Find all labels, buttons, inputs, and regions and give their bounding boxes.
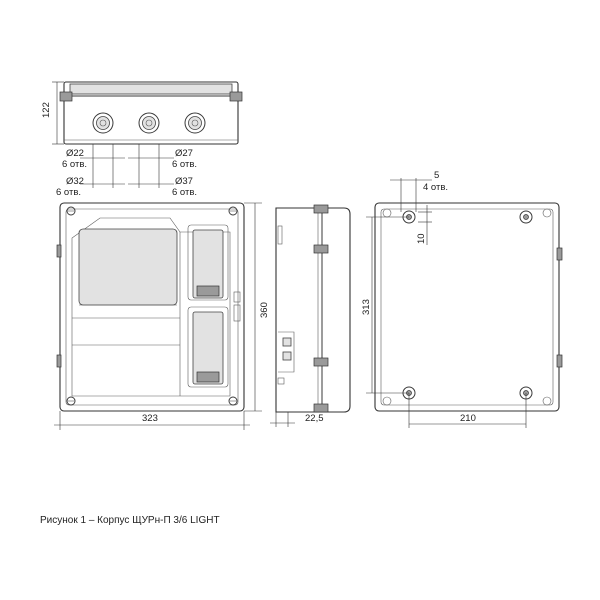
screw-icon [66, 206, 238, 406]
dim-d37: Ø37 [175, 176, 193, 187]
cable-gland-1 [92, 112, 114, 134]
dim-depth-side: 22,5 [305, 413, 324, 424]
dim-holes-b: 6 отв. [172, 159, 197, 170]
back-view: 5 4 отв. 10 313 210 [361, 170, 563, 428]
figure-caption: Рисунок 1 – Корпус ЩУРн-П 3/6 LIGHT [40, 515, 220, 526]
top-view: 122 [41, 81, 243, 145]
meter-window [78, 228, 178, 306]
dim-height-top: 122 [41, 102, 52, 118]
cable-gland-2 [138, 112, 160, 134]
hole-dimensions: Ø22 6 отв. Ø27 6 отв. Ø32 6 отв. Ø37 6 о… [56, 144, 197, 198]
breaker-window-top [187, 224, 229, 301]
dim-height-front: 360 [259, 302, 270, 318]
dim-10: 10 [416, 233, 427, 244]
dim-5: 5 [434, 170, 439, 181]
dim-d22: Ø22 [66, 148, 84, 159]
cable-gland-3 [184, 112, 206, 134]
breaker-window-bottom [187, 306, 229, 388]
dim-d32: Ø32 [66, 176, 84, 187]
dim-holes-c: 6 отв. [56, 187, 81, 198]
dim-holes-a: 6 отв. [62, 159, 87, 170]
dim-height-back: 313 [361, 299, 372, 315]
dim-holes-d: 6 отв. [172, 187, 197, 198]
dim-d27: Ø27 [175, 148, 193, 159]
side-view: 22,5 [270, 204, 351, 427]
dim-holes-4: 4 отв. [423, 182, 448, 193]
front-view: 360 323 [54, 202, 270, 430]
dim-width-back: 210 [460, 413, 476, 424]
dim-width-front: 323 [142, 413, 158, 424]
